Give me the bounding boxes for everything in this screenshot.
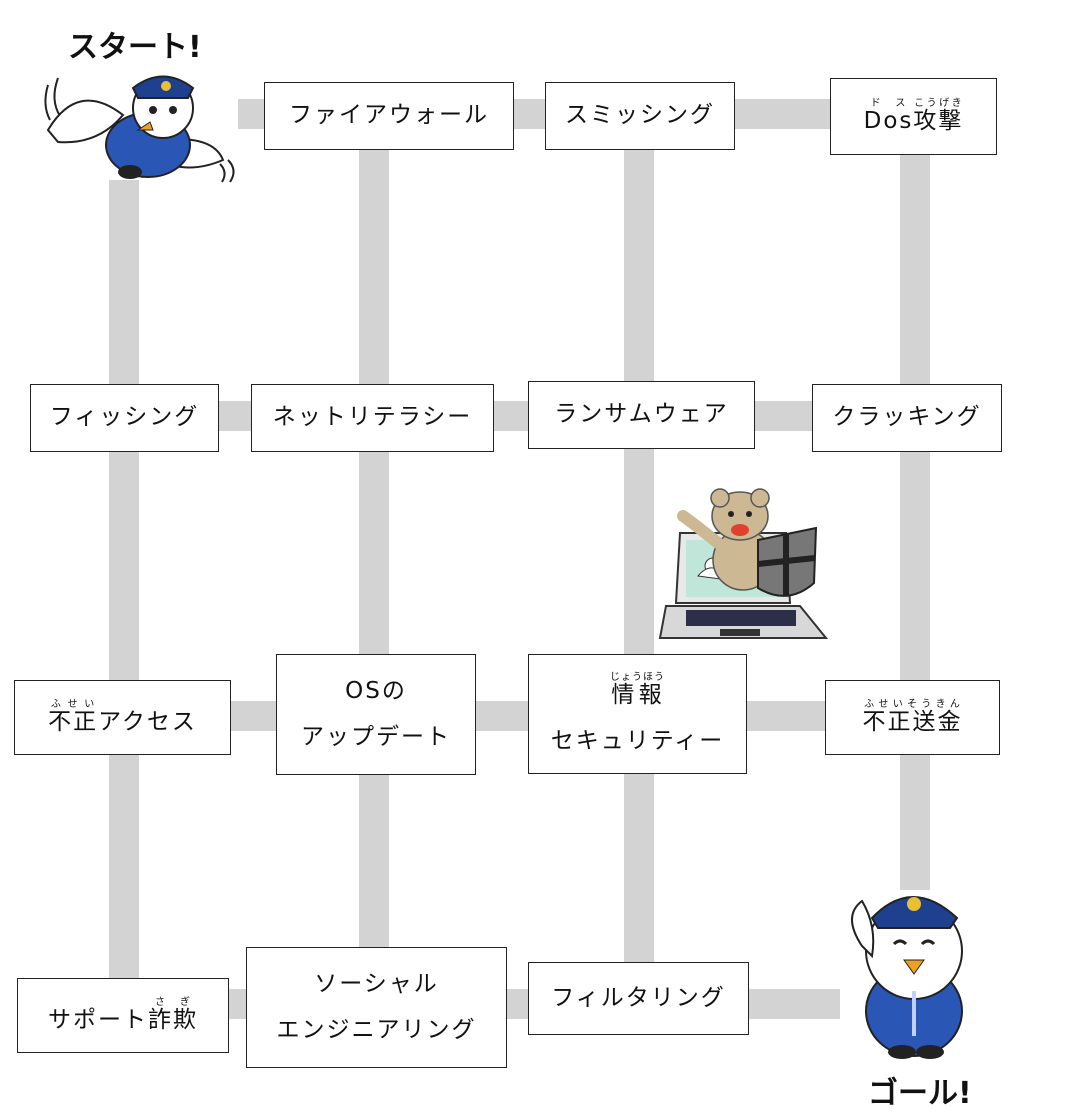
- box-support-fraud: サポート詐欺さぎ: [17, 978, 229, 1053]
- goal-mascot-icon: [851, 896, 963, 1059]
- road-col-3-upper: [624, 145, 654, 390]
- box-social-engineering: ソーシャル エンジニアリング: [246, 947, 507, 1068]
- road-row-4-right: [745, 989, 840, 1019]
- box-cracking: クラッキング: [812, 384, 1002, 452]
- box-firewall: ファイアウォール: [264, 82, 514, 150]
- goal-label: ゴール!: [868, 1076, 972, 1111]
- box-phishing: フィッシング: [30, 384, 219, 452]
- box-unauthorized-transfer: 不正送金ふせいそうきん: [825, 680, 1000, 755]
- road-col-1: [109, 180, 139, 1000]
- box-net-literacy: ネットリテラシー: [251, 384, 494, 452]
- box-smishing: スミッシング: [545, 82, 735, 150]
- start-label: スタート!: [68, 30, 202, 65]
- box-dos-attack: Dosドス攻撃こうげき: [830, 78, 997, 155]
- box-filtering: フィルタリング: [528, 962, 749, 1035]
- road-col-4: [900, 150, 930, 890]
- bear-laptop-shield-icon: [658, 488, 828, 639]
- box-ransomware: ランサムウェア: [528, 381, 755, 449]
- start-mascot-icon: [44, 75, 235, 183]
- road-col-2-lower: [359, 770, 389, 955]
- box-unauthorized-access: 不正ふせいアクセス: [14, 680, 231, 755]
- box-info-security: 情報じょうほう セキュリティー: [528, 654, 747, 774]
- box-os-update: OSの アップデート: [276, 654, 476, 775]
